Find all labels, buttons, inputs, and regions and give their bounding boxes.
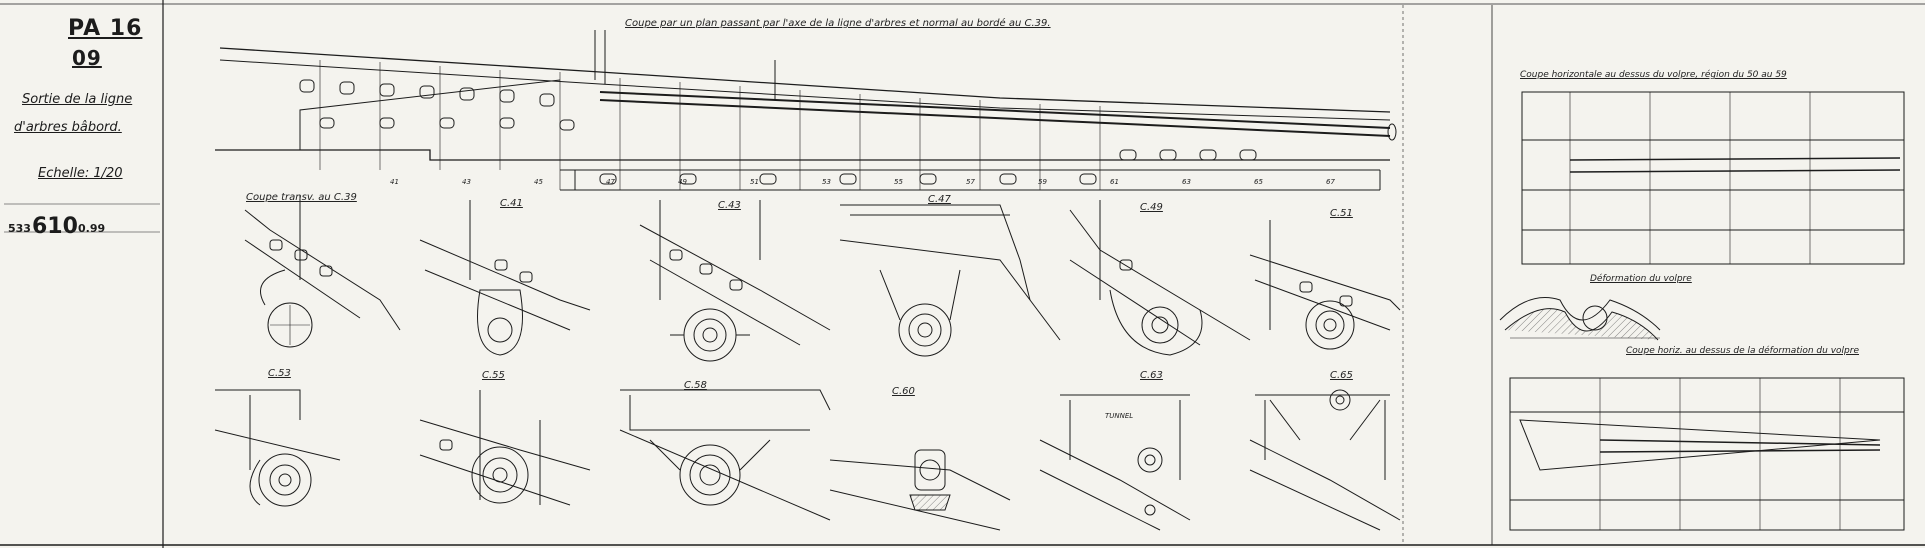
subject-line-2: d'arbres bâbord. <box>14 120 122 135</box>
frame-number: 49 <box>678 178 687 186</box>
caption-c49: C.49 <box>1140 202 1163 213</box>
transverse-section-c41 <box>419 200 591 356</box>
transverse-section-c58 <box>619 389 831 521</box>
frame-number: 57 <box>966 178 975 186</box>
transverse-section-c43 <box>639 200 831 362</box>
sheet-number: 09 <box>72 46 102 70</box>
horizontal-section-caption: Coupe horizontale au dessus du volpre, r… <box>1520 70 1787 80</box>
caption-c41: C.41 <box>500 198 523 209</box>
plan-code: PA 16 <box>68 16 143 41</box>
transverse-section-c65 <box>1249 389 1401 531</box>
frame-number: 65 <box>1254 178 1263 186</box>
main-section-caption: Coupe par un plan passant par l'axe de l… <box>625 18 1051 29</box>
transverse-section-c39 <box>244 195 401 348</box>
frame-number: 61 <box>1110 178 1119 186</box>
horizontal-deformation-view <box>1509 377 1905 531</box>
caption-c53: C.53 <box>268 368 291 379</box>
frame-number: 41 <box>390 178 399 186</box>
transverse-section-c63 <box>1039 394 1191 531</box>
deformation-sketch <box>1499 297 1661 341</box>
frame-number: 51 <box>750 178 759 186</box>
transverse-section-c60 <box>829 449 1011 531</box>
caption-c58: C.58 <box>684 380 707 391</box>
transverse-section-c51 <box>1249 220 1401 350</box>
frame-number: 45 <box>534 178 543 186</box>
transverse-section-c47 <box>839 204 1061 357</box>
longitudinal-section <box>215 30 1397 191</box>
frame-number: 59 <box>1038 178 1047 186</box>
frame-number: 63 <box>1182 178 1191 186</box>
deformation-caption: Déformation du volpre <box>1590 274 1692 284</box>
transverse-section-c55 <box>419 390 591 506</box>
scale-label: Echelle: 1/20 <box>38 166 123 181</box>
frame-number: 67 <box>1326 178 1335 186</box>
horizontal-section-view <box>1521 91 1905 265</box>
subject-line-1: Sortie de la ligne <box>22 92 133 107</box>
caption-c65: C.65 <box>1330 370 1353 381</box>
frame-number: 43 <box>462 178 471 186</box>
caption-c47: C.47 <box>928 194 951 205</box>
caption-c51: C.51 <box>1330 208 1353 219</box>
transverse-section-c49 <box>1069 200 1251 356</box>
horizontal-deformation-caption: Coupe horiz. au dessus de la déformation… <box>1626 346 1859 356</box>
caption-c39: Coupe transv. au C.39 <box>246 192 357 203</box>
ref-main: 610 <box>32 214 78 239</box>
caption-c60: C.60 <box>892 386 915 397</box>
frame-number: 53 <box>822 178 831 186</box>
tunnel-label: TUNNEL <box>1105 412 1134 420</box>
frame-number: 47 <box>606 178 615 186</box>
caption-c63: C.63 <box>1140 370 1163 381</box>
transverse-section-c53 <box>214 389 341 507</box>
frame-number: 55 <box>894 178 903 186</box>
caption-c43: C.43 <box>718 200 741 211</box>
caption-c55: C.55 <box>482 370 505 381</box>
